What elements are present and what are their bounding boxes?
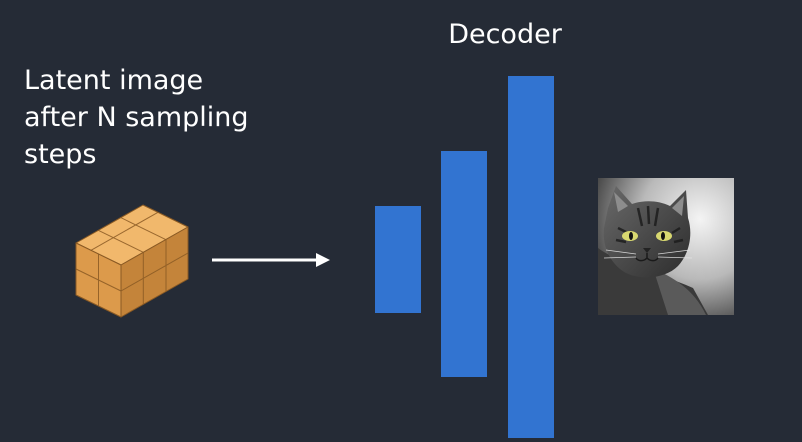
latent-label-line-1: Latent image	[24, 65, 204, 96]
decoder-title: Decoder	[448, 19, 562, 50]
cat-image	[598, 178, 734, 315]
decoder-bar-1	[375, 206, 421, 313]
arrow-right-icon	[212, 253, 330, 267]
latent-image-label: Latent image after N sampling steps	[24, 62, 324, 173]
decoder-bar-2	[441, 151, 487, 377]
latent-label-line-2: after N sampling	[24, 102, 249, 133]
latent-label-line-3: steps	[24, 139, 97, 170]
cube-icon	[75, 204, 189, 318]
decoder-bar-3	[508, 76, 554, 438]
